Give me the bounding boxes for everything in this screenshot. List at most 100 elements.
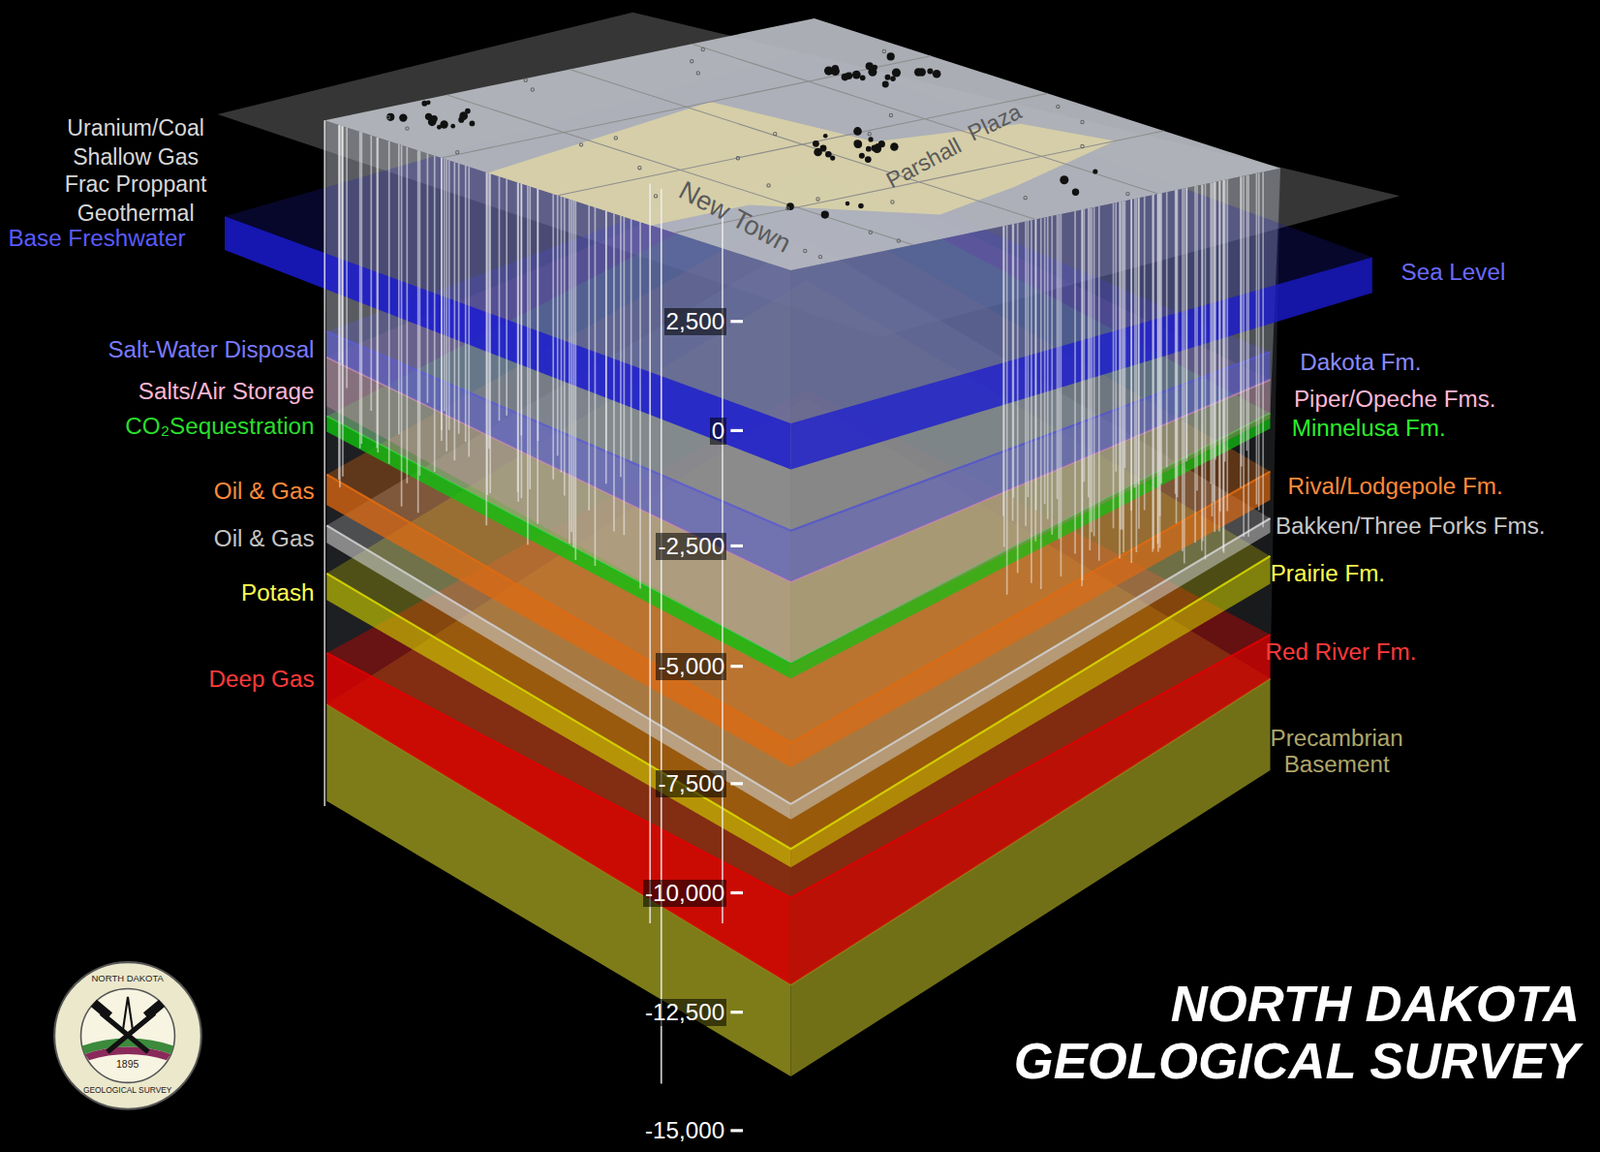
well-dot	[889, 113, 893, 117]
well-bore	[1130, 199, 1133, 563]
well-dot	[890, 76, 896, 83]
depth-tick	[730, 891, 743, 894]
well-dot	[386, 115, 390, 119]
resource-label: Oil & Gas	[214, 477, 315, 505]
well-dot	[696, 71, 700, 75]
well-dot	[867, 132, 871, 136]
well-bore	[1044, 216, 1047, 504]
well-bore	[1200, 184, 1203, 552]
well-dot	[399, 113, 407, 122]
depth-label: -12,500	[643, 998, 727, 1026]
resource-label: Salt-Water Disposal	[107, 336, 314, 364]
well-bore	[454, 161, 457, 461]
well-dot	[1080, 120, 1084, 124]
well-dot	[860, 74, 866, 81]
well-bore	[417, 150, 420, 513]
well-bore	[648, 184, 651, 924]
well-dot	[818, 254, 822, 258]
well-bore	[1175, 189, 1178, 524]
resource-label: Deep Gas	[208, 665, 314, 693]
well-dot	[882, 81, 890, 89]
well-bore	[360, 132, 363, 444]
well-bore	[1024, 221, 1027, 526]
well-dot	[813, 148, 823, 157]
well-bore	[536, 188, 539, 524]
resource-label: Shallow Gas	[72, 144, 199, 171]
title: NORTH DAKOTA GEOLOGICAL SURVEY	[844, 974, 1580, 1089]
well-dot	[459, 111, 468, 121]
well-bore	[1222, 180, 1225, 552]
resource-label: Salts/Air Storage	[138, 377, 315, 405]
depth-tick	[730, 1010, 743, 1014]
well-bore	[1196, 185, 1199, 492]
well-bore	[1247, 175, 1250, 537]
well-bore	[521, 184, 524, 499]
well-bore	[1088, 208, 1091, 551]
well-dot	[932, 69, 942, 79]
logo-hammer	[143, 999, 165, 1020]
well-bore	[1056, 215, 1059, 499]
well-dot	[841, 73, 850, 82]
well-bore	[1242, 176, 1245, 537]
well-bore	[526, 185, 529, 545]
logo-ring	[54, 961, 202, 1109]
well-bore	[458, 163, 461, 434]
well-bore	[1080, 209, 1083, 586]
formation-label: Dakota Fm.	[1299, 348, 1421, 376]
well-bore	[1159, 193, 1162, 517]
well-dot	[853, 139, 862, 148]
well-bore	[443, 158, 446, 411]
well-dot	[638, 166, 642, 170]
well-bore	[1181, 188, 1184, 552]
map-grid	[557, 92, 1048, 195]
well-bore	[1239, 176, 1242, 488]
well-bore	[489, 173, 492, 493]
well-bore	[345, 127, 348, 389]
well-bore	[1160, 192, 1163, 484]
well-bore	[427, 153, 430, 402]
formation-label: Rival/Lodgepole Fm.	[1288, 472, 1504, 500]
well-dot	[386, 113, 395, 122]
well-bore	[1034, 218, 1037, 541]
well-bore	[375, 137, 378, 449]
formation-label: Bakken/Three Forks Fms.	[1275, 512, 1546, 540]
well-dot	[426, 100, 431, 106]
well-bore	[1261, 171, 1264, 527]
well-bore	[623, 216, 626, 536]
well-bore	[488, 173, 491, 449]
well-bore	[1027, 220, 1030, 497]
well-bore	[464, 165, 467, 442]
well-bore	[1258, 172, 1261, 510]
well-dot	[853, 126, 862, 136]
well-dot	[878, 140, 886, 148]
well-dot	[891, 200, 894, 204]
well-dot	[690, 60, 694, 63]
well-bore	[1058, 214, 1061, 539]
well-dot	[736, 156, 739, 160]
well-dot	[1059, 175, 1069, 185]
well-dot	[767, 184, 770, 187]
well-bore	[1016, 222, 1019, 573]
well-bore	[505, 179, 508, 416]
well-dot	[1080, 144, 1084, 148]
well-dot	[823, 133, 829, 139]
well-bore	[1211, 182, 1214, 516]
well-dot	[701, 47, 705, 51]
logo-text: 1895	[116, 1057, 139, 1070]
well-bore	[1060, 214, 1063, 577]
well-bore	[1219, 181, 1222, 512]
formation-label: Piper/Opeche Fms.	[1293, 385, 1497, 413]
depth-label: -7,500	[655, 769, 727, 798]
well-bore	[1122, 201, 1125, 554]
depth-label: 2,500	[664, 307, 728, 336]
well-bore	[1093, 207, 1096, 537]
well-dot	[852, 70, 862, 80]
depth-tick	[730, 664, 743, 668]
well-bore	[1134, 198, 1137, 488]
well-bore	[440, 157, 443, 431]
well-bore	[1090, 207, 1093, 532]
well-bore	[1083, 209, 1086, 482]
well-dot	[892, 67, 901, 77]
formation-label: Red River Fm.	[1264, 638, 1416, 666]
resource-label: Uranium/Coal	[66, 115, 205, 142]
